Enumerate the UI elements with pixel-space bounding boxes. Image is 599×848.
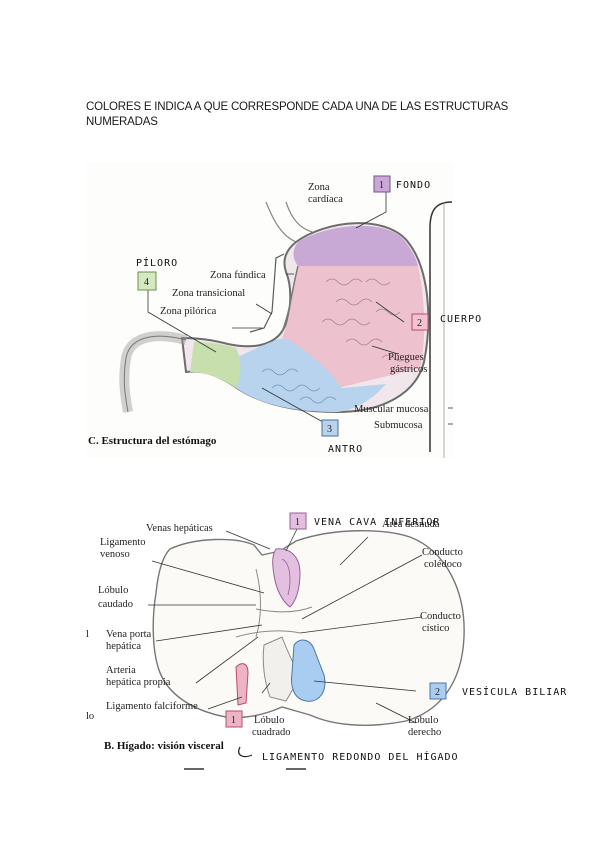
liver-marker-2-number: 2: [435, 687, 440, 698]
answer-vena-cava: VENA CAVA INFERIOR: [314, 517, 440, 528]
label-lobulo-cuadrado-1: Lóbulo: [254, 715, 284, 726]
liver-caption: B. Hígado: visión visceral: [104, 740, 224, 752]
marker-3-number: 3: [327, 424, 332, 435]
answer-piloro: PÍLORO: [136, 256, 178, 269]
label-zona-transicional: Zona transicional: [172, 288, 245, 299]
label-vena-porta-2: hepática: [106, 641, 141, 652]
margin-mark-1: l: [86, 629, 89, 640]
label-conducto-cistico-1: Conducto: [420, 611, 461, 622]
label-conducto-cistico-2: cístico: [422, 623, 449, 634]
ligamentum-teres-region: [235, 663, 249, 706]
label-pliegues-1: Pliegues: [388, 352, 424, 363]
label-area-desnuda: Área desnuda: [382, 518, 440, 530]
label-arteria-2: hepática propia: [106, 677, 171, 688]
pylorus-region: [190, 342, 241, 388]
label-muscular-mucosa: Muscular mucosa: [354, 404, 429, 415]
body-region: [282, 266, 425, 388]
label-zona-cardiaca-1: Zona: [308, 182, 330, 193]
answer-ligamento-redondo: LIGAMENTO REDONDO DEL HÍGADO: [262, 750, 459, 763]
answer-cuerpo-wrap: CUERPO: [440, 314, 482, 325]
label-lobulo-caudado-1: Lóbulo: [98, 585, 128, 596]
answer-cuerpo: CUERPO: [440, 314, 482, 325]
margin-mark-2: lo: [86, 711, 94, 722]
fundus-region: [293, 225, 418, 266]
label-lobulo-derecho-1: Lóbulo: [408, 715, 438, 726]
instructions-text: COLORES E INDICA A QUE CORRESPONDE CADA …: [86, 101, 509, 128]
stomach-caption: C. Estructura del estómago: [88, 435, 217, 447]
label-pliegues-2: gástricos: [390, 364, 427, 375]
answer-vesicula: VESÍCULA BILIAR: [462, 685, 567, 698]
marker-1-number: 1: [379, 180, 384, 191]
label-vena-porta-1: Vena porta: [106, 629, 152, 640]
liver-figure: Venas hepáticas Área desnuda Ligamento v…: [86, 497, 488, 774]
label-venas-hepaticas: Venas hepáticas: [146, 523, 213, 534]
label-conducto-coledoco-2: colédoco: [424, 559, 462, 570]
label-submucosa: Submucosa: [374, 420, 423, 431]
liver-marker-3-number: 1: [231, 715, 236, 726]
label-zona-cardiaca-2: cardíaca: [308, 194, 343, 205]
label-lig-venoso-2: venoso: [100, 549, 130, 560]
answer-fondo: FONDO: [396, 180, 431, 191]
label-lobulo-caudado-2: caudado: [98, 599, 133, 610]
gallbladder-region: [291, 639, 326, 702]
label-zona-fundica: Zona fúndica: [210, 270, 266, 281]
label-lig-falciforme: Ligamento falciforme: [106, 701, 198, 712]
label-lig-venoso-1: Ligamento: [100, 537, 146, 548]
marker-2-number: 2: [417, 318, 422, 329]
answer-vesicula-wrap: VESÍCULA BILIAR: [462, 685, 567, 698]
label-lobulo-cuadrado-2: cuadrado: [252, 727, 290, 738]
label-conducto-coledoco-1: Conducto: [422, 547, 463, 558]
antrum-region: [236, 338, 386, 412]
label-lobulo-derecho-2: derecho: [408, 727, 441, 738]
label-zona-pilorica: Zona pilórica: [160, 306, 217, 317]
liver-outline: [152, 530, 465, 726]
label-arteria-1: Arteria: [106, 665, 136, 676]
liver-marker-1-number: 1: [295, 517, 300, 528]
marker-4-number: 4: [144, 277, 149, 288]
stomach-figure: Zona cardíaca Zona fúndica Zona transici…: [86, 162, 453, 458]
ivc-region: [272, 548, 301, 608]
answer-antro: ANTRO: [328, 444, 363, 455]
